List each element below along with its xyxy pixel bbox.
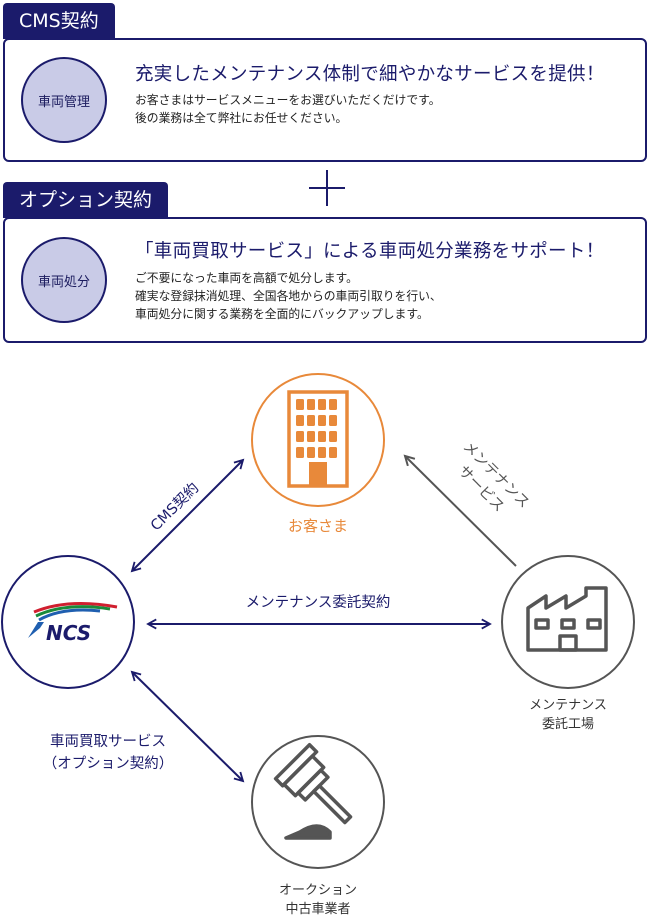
ncs-node: NCS (1, 555, 135, 689)
option-line: 車両処分に関する業務を全面的にバックアップします。 (135, 307, 429, 321)
ncs-logo-text: NCS (46, 621, 91, 645)
option-contract-box: 車両処分 「車両買取サービス」による車両処分業務をサポート！ ご不要になった車両… (3, 217, 647, 343)
arrow-cms-contract (132, 460, 243, 571)
factory-label-line: メンテナンス (529, 698, 607, 713)
building-window (329, 431, 337, 442)
plus-icon (309, 170, 345, 206)
building-window (296, 447, 304, 458)
auction-label-line: 中古車業者 (285, 901, 350, 917)
cms-contract-tab: CMS契約 (3, 3, 115, 39)
auction-label-line: オークション (279, 883, 357, 898)
cms-title: 充実したメンテナンス体制で細やかなサービスを提供！ (135, 64, 605, 85)
cms-line: 後の業務は全て弊社にお任せください。 (135, 111, 348, 125)
option-line: 確実な登録抹消処理、全国各地からの車両引取りを行い、 (135, 289, 442, 303)
factory-node (501, 555, 635, 689)
vehicle-management-badge: 車両管理 (21, 57, 107, 143)
building-window (307, 399, 315, 410)
cms-line: お客さまはサービスメニューをお選びいただくだけです。 (135, 93, 441, 107)
building-window (307, 415, 315, 426)
factory-label-line: 委託工場 (542, 716, 594, 732)
edge-label-maintenance-contract: メンテナンス委託契約 (246, 594, 391, 611)
building-window (296, 431, 304, 442)
customer-label: お客さま (288, 517, 348, 535)
building-window (329, 399, 337, 410)
gavel-icon (273, 742, 353, 840)
option-tab-label: オプション契約 (19, 189, 153, 211)
factory-icon (526, 586, 608, 652)
vehicle-disposal-badge: 車両処分 (21, 237, 107, 323)
building-window (329, 415, 337, 426)
badge-label: 車両処分 (37, 274, 90, 290)
option-title: 「車両買取サービス」による車両処分業務をサポート！ (135, 241, 605, 262)
building-window (307, 447, 315, 458)
arrow-vehicle-purchase (132, 672, 243, 781)
building-window (318, 431, 326, 442)
building-window (318, 447, 326, 458)
option-line: ご不要になった車両を高額で処分します。 (135, 271, 358, 285)
building-window (318, 415, 326, 426)
option-contract-tab: オプション契約 (3, 182, 169, 218)
cms-contract-box: 車両管理 充実したメンテナンス体制で細やかなサービスを提供！ お客さまはサービス… (3, 38, 647, 162)
building-icon (287, 390, 349, 488)
edge-label-vehicle-purchase: 車両買取サービス (50, 733, 166, 750)
arrow-maintenance-service (405, 456, 517, 567)
building-window (296, 415, 304, 426)
building-window (318, 399, 326, 410)
auction-node (251, 735, 385, 869)
building-window (307, 431, 315, 442)
ncs-logo: NCS (28, 601, 118, 645)
badge-label: 車両管理 (37, 94, 90, 110)
building-window (329, 447, 337, 458)
cms-tab-label: CMS契約 (19, 10, 99, 32)
edge-label-cms: CMS契約 (147, 479, 202, 534)
customer-node (251, 373, 385, 507)
edge-label-vehicle-purchase: （オプション契約） (43, 755, 174, 772)
building-window (296, 399, 304, 410)
